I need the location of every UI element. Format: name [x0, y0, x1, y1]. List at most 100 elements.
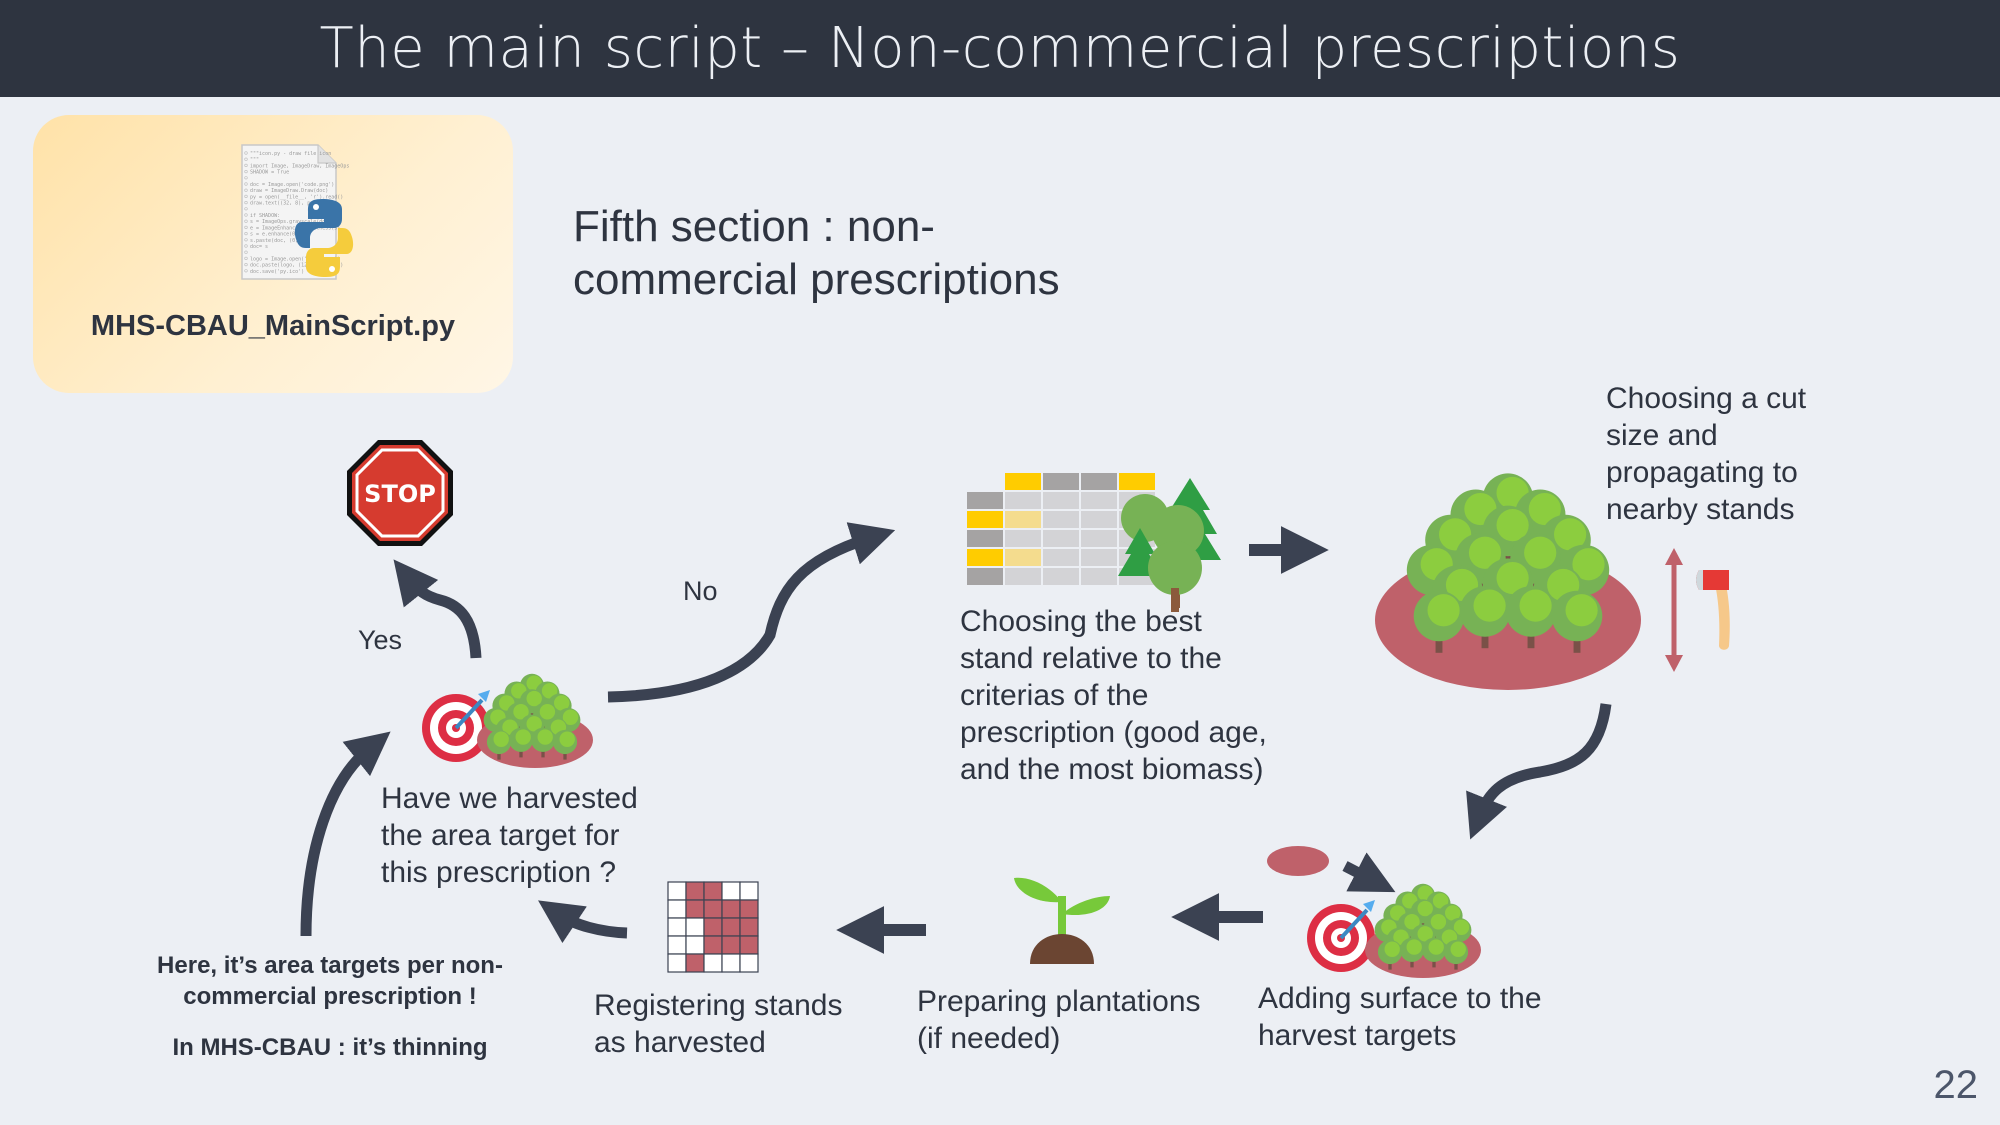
- binder-hole: [244, 163, 248, 168]
- code-line: s.paste(doc, (0,0)): [250, 238, 307, 244]
- tree-crown-highlight: [515, 729, 531, 745]
- stand-cell: [667, 917, 687, 937]
- tree-crown-highlight: [1519, 589, 1552, 622]
- table-cell: [1043, 568, 1079, 585]
- table-cell: [967, 549, 1003, 566]
- stand-cell: [667, 899, 687, 919]
- harvested-stand-cell: [703, 935, 723, 955]
- tree-crown-highlight: [1430, 914, 1447, 930]
- table-cell: [1005, 549, 1041, 566]
- tree-crown-highlight: [539, 704, 556, 720]
- slide-header: The main script – Non-commercial prescri…: [0, 0, 2000, 97]
- binder-hole: [244, 262, 248, 267]
- tree-crown-highlight: [1528, 492, 1561, 526]
- tree-crown-highlight: [1554, 518, 1587, 551]
- binder-hole: [244, 182, 248, 186]
- stop-sign-icon: STOP: [347, 440, 453, 546]
- binder-hole: [244, 238, 248, 242]
- code-line: import Image, ImageDraw, ImageOps: [250, 163, 349, 169]
- table-cell: [1043, 549, 1079, 566]
- binder-hole: [244, 200, 248, 205]
- table-cell: [1005, 511, 1041, 528]
- tree-crown-highlight: [541, 683, 558, 699]
- add-surface-label: Adding surface to the harvest targets: [1258, 982, 1542, 1052]
- stand-cell: [721, 953, 741, 973]
- tree-crown-highlight: [1450, 941, 1466, 957]
- harvested-stand-cell: [739, 917, 759, 937]
- binder-hole: [244, 219, 248, 223]
- code-line: draw.text((32, 8), py): [250, 201, 316, 207]
- section-title: Fifth section : non- commercial prescrip…: [573, 200, 1060, 306]
- yes-arrow: [393, 559, 482, 659]
- forest-stand-icon: [1365, 883, 1481, 978]
- cut-to-add-arrow: [1466, 703, 1612, 840]
- tree-crown-highlight: [1496, 561, 1529, 595]
- tree-crown-highlight: [1428, 939, 1444, 955]
- binder-hole: [244, 231, 248, 236]
- code-line: SHADOW = True: [250, 170, 289, 176]
- table-cell: [1043, 492, 1079, 509]
- tree-crown-highlight: [1496, 509, 1529, 542]
- cut-size-double-arrow: [1665, 548, 1683, 672]
- harvested-stand-cell: [685, 899, 705, 919]
- table-cell: [1081, 511, 1117, 528]
- yes-label: Yes: [358, 625, 403, 655]
- code-line: """icon.py - draw file icon: [250, 151, 331, 157]
- large-forest-stand-icon: [1375, 473, 1641, 690]
- stand-cell: [685, 935, 705, 955]
- tree-crown-highlight: [513, 704, 529, 720]
- harvested-stand-cell: [685, 953, 705, 973]
- tree-crown-highlight: [1453, 919, 1470, 935]
- tree-crown-highlight: [1572, 548, 1605, 581]
- decision-target-stand-icon: [422, 673, 593, 768]
- table-cell: [1005, 568, 1041, 585]
- register-label: Registering stands as harvested: [594, 989, 843, 1059]
- table-header-cell: [1043, 473, 1079, 490]
- table-cell: [967, 568, 1003, 585]
- stand-cell: [739, 881, 759, 901]
- harvested-stand-cell: [703, 899, 723, 919]
- harvested-stand-cell: [703, 881, 723, 901]
- stand-cell: [667, 953, 687, 973]
- tree-crown-highlight: [554, 695, 570, 711]
- cut-patch-icon: [1267, 846, 1329, 876]
- code-line: if SHADOW:: [250, 213, 280, 219]
- stand-cell: [667, 935, 687, 955]
- seedling-icon: [1014, 877, 1110, 964]
- code-line: s = e.enhance(0.5): [250, 232, 304, 238]
- target-icon: [422, 690, 490, 762]
- code-line: doc.save('py.ico'): [250, 269, 304, 275]
- script-card: """icon.py - draw file icon"""import Ima…: [33, 115, 513, 393]
- harvested-stand-cell: [739, 899, 759, 919]
- harvested-stand-cell: [721, 917, 741, 937]
- stand-table-trees-icon: [967, 473, 1221, 612]
- table-header-cell: [1081, 473, 1117, 490]
- harvested-stand-cell: [703, 917, 723, 937]
- slide-title: The main script – Non-commercial prescri…: [319, 16, 1681, 81]
- harvested-stand-cell: [739, 935, 759, 955]
- stand-cell: [703, 953, 723, 973]
- tree-crown-highlight: [1384, 941, 1400, 957]
- binder-hole: [244, 256, 248, 260]
- table-cell: [1081, 568, 1117, 585]
- table-cell: [1043, 511, 1079, 528]
- no-label: No: [683, 576, 718, 606]
- tree-crown-highlight: [1404, 914, 1420, 930]
- register-to-decision-arrow: [538, 900, 628, 944]
- binder-hole: [244, 250, 248, 254]
- patch-to-stand-arrow: [1342, 852, 1396, 893]
- page-number: 22: [1933, 1063, 1979, 1107]
- code-line: e = ImageEnhance.Brightness(s): [250, 225, 340, 231]
- harvested-stand-cell: [685, 881, 705, 901]
- add-surface-target-stand-icon: [1307, 883, 1481, 978]
- table-header-cell: [1119, 473, 1155, 490]
- table-cell: [967, 530, 1003, 547]
- table-cell: [1081, 549, 1117, 566]
- harvested-stands-grid-icon: [667, 881, 759, 973]
- tree-crown-highlight: [1473, 589, 1506, 622]
- plantations-label: Preparing plantations (if needed): [917, 985, 1201, 1055]
- section-title-line-1: Fifth section : non-: [573, 202, 935, 251]
- no-arrow: [607, 522, 896, 703]
- tree-crown-highlight: [1406, 939, 1422, 955]
- code-line: py = open(__file__, 'r').read(): [250, 194, 343, 200]
